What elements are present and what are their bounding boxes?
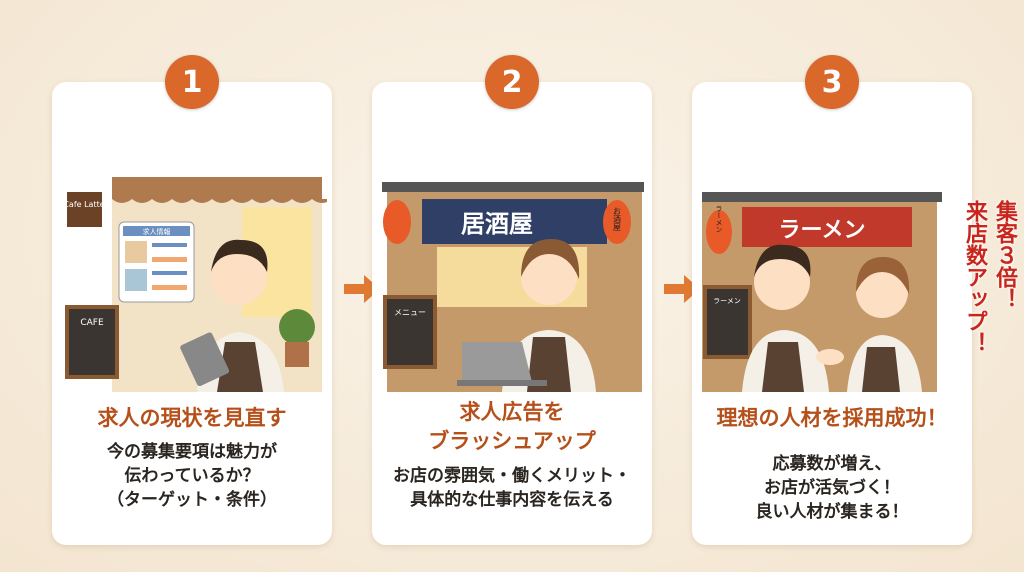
title-line: 求人広告を: [459, 400, 565, 424]
description-line: 良い人材が集まる！: [755, 502, 909, 522]
izakaya-staff-illustration: 居酒屋 お酒屋 メニュー: [382, 182, 644, 392]
step-description: お店の雰囲気・働くメリット・ 具体的な仕事内容を伝える: [372, 464, 652, 512]
ramen-handshake-illustration: ラーメン ラーメン ラーメン: [702, 192, 942, 392]
result-callout: 集客３倍！ 来店数アップ！: [940, 200, 1017, 390]
job-listing-header: 求人情報: [143, 227, 171, 236]
step-number: 1: [165, 55, 219, 109]
step-title: 求人広告を ブラッシュアップ: [372, 398, 652, 456]
step-number: 2: [485, 55, 539, 109]
menu-board: メニュー: [394, 308, 426, 317]
cafe-board: CAFE: [80, 318, 104, 328]
step-number: 3: [805, 55, 859, 109]
step-description: 応募数が増え、 お店が活気づく！ 良い人材が集まる！: [692, 452, 972, 524]
description-line: お店の雰囲気・働くメリット・: [393, 466, 631, 486]
description-line: 具体的な仕事内容を伝える: [410, 490, 614, 510]
step-card-3: 3 ラーメン ラーメン ラーメン 理想の人材を採用成功！ 応募数が増え、 お店が…: [692, 55, 972, 545]
callout-line: 集客３倍！: [992, 200, 1017, 310]
lantern-text: ラーメン: [715, 205, 723, 233]
step-description: 今の募集要項は魅力が 伝わっているか？ （ターゲット・条件）: [52, 440, 332, 512]
callout-line: 来店数アップ！: [962, 200, 987, 354]
description-line: （ターゲット・条件）: [107, 490, 277, 510]
title-line: ブラッシュアップ: [428, 429, 596, 453]
noren-text: 居酒屋: [461, 210, 533, 238]
cafe-manager-illustration: Cafe Latte CAFE 求人情報: [63, 177, 327, 392]
step-title: 求人の現状を見直す: [97, 406, 287, 430]
step-card-2: 2 居酒屋 お酒屋 メニュー 求人広告を ブラッシュアップ お店の雰囲気・働くメ…: [372, 55, 652, 545]
lantern-text: お酒屋: [613, 207, 622, 232]
description-line: 今の募集要項は魅力が: [107, 442, 277, 462]
step-card-1: 1 Cafe Latte CAFE 求人情報 求人の現状を見直す 今の募集要項は…: [52, 55, 332, 545]
description-line: お店が活気づく！: [764, 478, 900, 498]
description-line: 応募数が増え、: [772, 454, 892, 474]
noren-text: ラーメン: [778, 218, 865, 243]
menu-board: ラーメン: [713, 297, 741, 305]
step-title: 理想の人材を採用成功！: [716, 406, 948, 430]
cafe-sign: Cafe Latte: [63, 200, 104, 209]
description-line: 伝わっているか？: [124, 466, 260, 486]
